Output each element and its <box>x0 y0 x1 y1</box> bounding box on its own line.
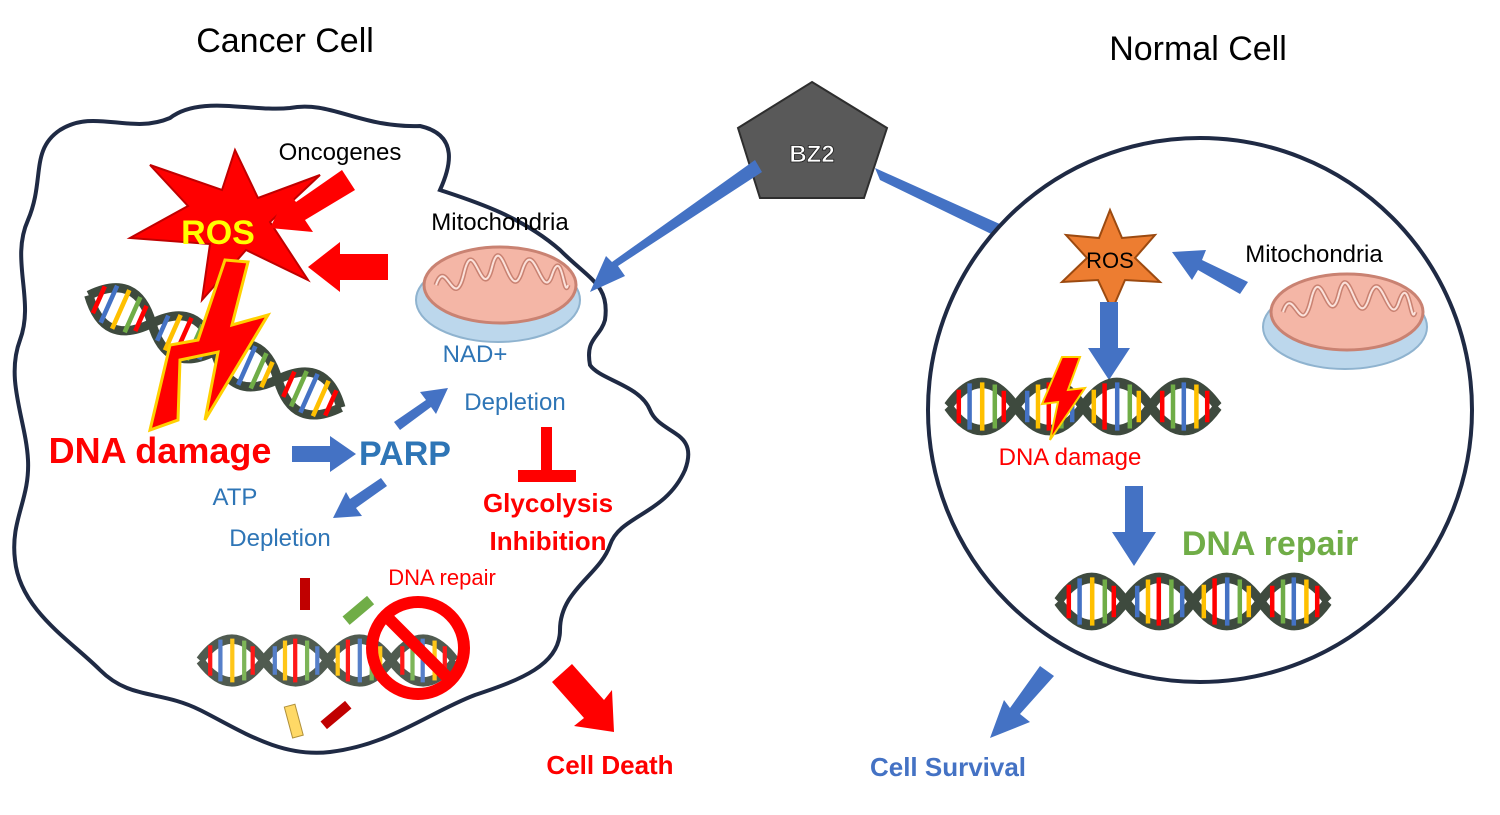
lightning-bolt-normal <box>1040 356 1088 441</box>
dna-fragment-red-1 <box>300 578 310 610</box>
ros-star-cancer <box>126 147 321 304</box>
cell-survival-arrow <box>990 666 1054 738</box>
cancer-cell-title: Cancer Cell <box>196 22 374 60</box>
glycolysis-line2: Inhibition <box>490 526 607 556</box>
dna-fragment-green <box>342 595 375 625</box>
dna-fragment-yellow <box>283 703 304 739</box>
mitochondrion-normal <box>1263 274 1427 369</box>
atp-depletion-line1: ATP <box>213 484 258 511</box>
nad-depletion-line2: Depletion <box>464 389 565 416</box>
oncogenes-to-ros-arrow <box>270 170 355 232</box>
mito-to-ros-arrow <box>308 242 388 292</box>
parp-to-nad-arrow <box>394 388 448 430</box>
dna-damage-label-normal: DNA damage <box>999 444 1142 471</box>
dna-damage-to-parp-arrow <box>292 436 356 472</box>
cell-survival-label: Cell Survival <box>870 752 1026 782</box>
prohibition-icon <box>366 596 470 700</box>
lightning-bolt-cancer <box>147 258 272 433</box>
dna-damage-label-cancer: DNA damage <box>49 430 272 471</box>
ros-label-cancer: ROS <box>181 214 255 252</box>
parp-to-atp-arrow <box>333 478 387 518</box>
ros-to-dna-arrow <box>1088 302 1130 380</box>
mito-to-ros-arrow-normal <box>1172 250 1248 294</box>
parp-label: PARP <box>359 435 451 473</box>
oncogenes-label: Oncogenes <box>279 139 402 166</box>
mitochondria-label-normal: Mitochondria <box>1245 241 1383 268</box>
bz2-label: BZ2 <box>789 141 834 168</box>
nad-depletion-line1: NAD+ <box>443 341 508 368</box>
mitochondria-label-cancer: Mitochondria <box>431 209 569 236</box>
dna-repair-label-normal: DNA repair <box>1182 525 1358 563</box>
inhibition-bar-horizontal <box>518 470 576 482</box>
glycolysis-line1: Glycolysis <box>483 488 613 518</box>
mitochondrion-cancer <box>416 247 580 342</box>
ros-label-normal: ROS <box>1086 248 1134 273</box>
cell-death-arrow <box>552 664 614 732</box>
damage-to-repair-arrow <box>1112 486 1156 566</box>
normal-cell-title: Normal Cell <box>1109 30 1287 68</box>
atp-depletion-line2: Depletion <box>229 525 330 552</box>
inhibition-bar-vertical <box>541 427 552 472</box>
dna-repair-label-cancer: DNA repair <box>388 565 496 590</box>
bz2-pentagon <box>736 80 889 199</box>
bz2-to-cancer-mito-arrow <box>590 160 762 292</box>
cell-death-label: Cell Death <box>546 750 673 780</box>
dna-fragment-red-2 <box>320 700 352 730</box>
